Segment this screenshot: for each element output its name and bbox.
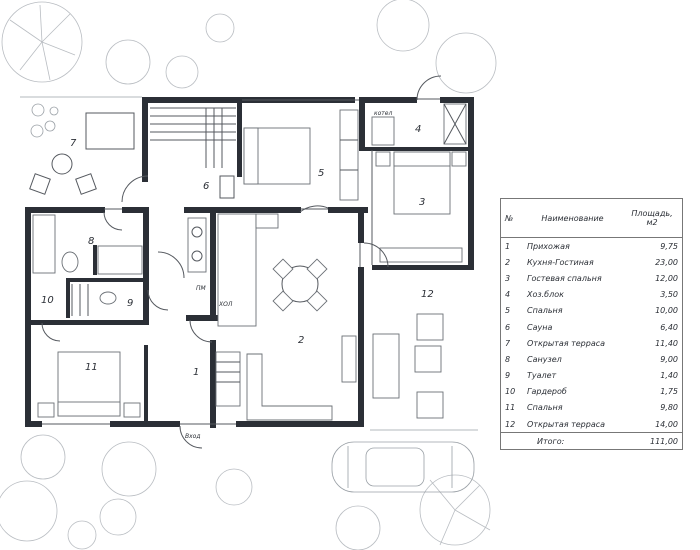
bathroom-furniture: [32, 214, 207, 316]
table-row: 9 Туалет 1,40: [501, 368, 683, 384]
bedroom-3-furniture: [375, 151, 467, 263]
terrace-7: [20, 96, 142, 195]
row-name: Хоз.блок: [527, 290, 564, 300]
room-label-11: 11: [85, 362, 98, 373]
row-area: 9,75: [660, 241, 678, 251]
room-label-6: 6: [203, 181, 209, 192]
bedroom-5-furniture: [243, 109, 359, 201]
row-area: 9,00: [660, 354, 678, 364]
table-row: 10 Гардероб 1,75: [501, 384, 683, 400]
row-name: Гардероб: [527, 387, 567, 397]
row-num: 9: [505, 371, 511, 381]
entrance-label: Вход: [185, 433, 201, 440]
row-area: 1,75: [660, 387, 678, 397]
row-num: 4: [505, 290, 511, 300]
room-label-4: 4: [415, 124, 421, 135]
row-num: 3: [505, 273, 511, 283]
room-label-8: 8: [88, 236, 94, 247]
room-label-12: 12: [421, 289, 434, 300]
row-name: Санузел: [527, 354, 562, 364]
landscape-trees: [0, 0, 497, 550]
table-total-row: Итого: 111,00: [500, 432, 683, 450]
total-label: Итого:: [523, 432, 622, 450]
row-area: 11,40: [655, 338, 678, 348]
sauna-benches: [150, 107, 236, 199]
row-num: 8: [505, 354, 511, 364]
utility-4-furniture: [371, 103, 467, 146]
room-label-5: 5: [318, 168, 324, 179]
total-area: 111,00: [622, 432, 683, 450]
row-num: 7: [505, 338, 511, 348]
row-area: 12,00: [655, 273, 678, 283]
row-name: Туалет: [527, 371, 557, 381]
bedroom-11-furniture: [37, 351, 141, 418]
row-area: 6,40: [660, 322, 678, 332]
row-num: 2: [505, 257, 511, 267]
table-row: 8 Санузел 9,00: [501, 351, 683, 367]
table-row: 2 Кухня-Гостиная 23,00: [501, 254, 683, 270]
col-num: №: [500, 198, 523, 238]
table-row: 4 Хоз.блок 3,50: [501, 287, 683, 303]
row-area: 9,80: [660, 403, 678, 413]
room-labels: 1 2 3 4 5 6 7 8 9 10 11 12 котел Вход ХО…: [41, 110, 434, 440]
door-swings: [41, 75, 442, 449]
row-area: 23,00: [655, 257, 678, 267]
room-label-3: 3: [419, 197, 425, 208]
table-row: 11 Спальня 9,80: [501, 400, 683, 416]
row-area: 10,00: [655, 306, 678, 316]
fridge-label: ХОЛ: [218, 301, 233, 308]
terrace-12-furniture: [370, 313, 478, 431]
row-name: Сауна: [527, 322, 553, 332]
row-num: 11: [505, 403, 516, 413]
table-row: 3 Гостевая спальня 12,00: [501, 270, 683, 286]
car: [331, 441, 475, 493]
room-label-9: 9: [127, 298, 133, 309]
table-row: 12 Открытая терраса 14,00: [501, 416, 683, 433]
row-name: Спальня: [527, 403, 563, 413]
table-row: 1 Прихожая 9,75: [501, 238, 683, 255]
kitchen-living-furniture: [215, 213, 357, 421]
col-area: Площадь, м2: [622, 198, 683, 238]
boiler-label: котел: [374, 110, 392, 117]
row-name: Спальня: [527, 306, 563, 316]
row-area: 1,40: [660, 371, 678, 381]
row-name: Кухня-Гостиная: [527, 257, 594, 267]
window-lines: [42, 98, 440, 425]
col-name: Наименование: [523, 198, 622, 238]
dishwasher-label: ПМ: [196, 285, 207, 292]
table-row: 7 Открытая терраса 11,40: [501, 335, 683, 351]
room-label-2: 2: [298, 335, 304, 346]
room-schedule-table: № Наименование Площадь, м2 1 Прихожая 9,75…: [500, 198, 683, 451]
table-row: 5 Спальня 10,00: [501, 303, 683, 319]
row-num: 12: [505, 419, 516, 429]
row-num: 10: [505, 387, 516, 397]
row-area: 14,00: [655, 419, 678, 429]
room-label-7: 7: [70, 138, 77, 149]
room-label-1: 1: [193, 367, 199, 378]
row-num: 1: [505, 241, 511, 251]
row-name: Прихожая: [527, 241, 570, 251]
row-num: 5: [505, 306, 511, 316]
row-area: 3,50: [660, 290, 678, 300]
table-header: № Наименование Площадь, м2: [500, 198, 683, 238]
table-row: 6 Сауна 6,40: [501, 319, 683, 335]
row-name: Гостевая спальня: [527, 273, 602, 283]
room-label-10: 10: [41, 295, 54, 306]
row-name: Открытая терраса: [527, 419, 606, 429]
row-name: Открытая терраса: [527, 338, 606, 348]
row-num: 6: [505, 322, 511, 332]
